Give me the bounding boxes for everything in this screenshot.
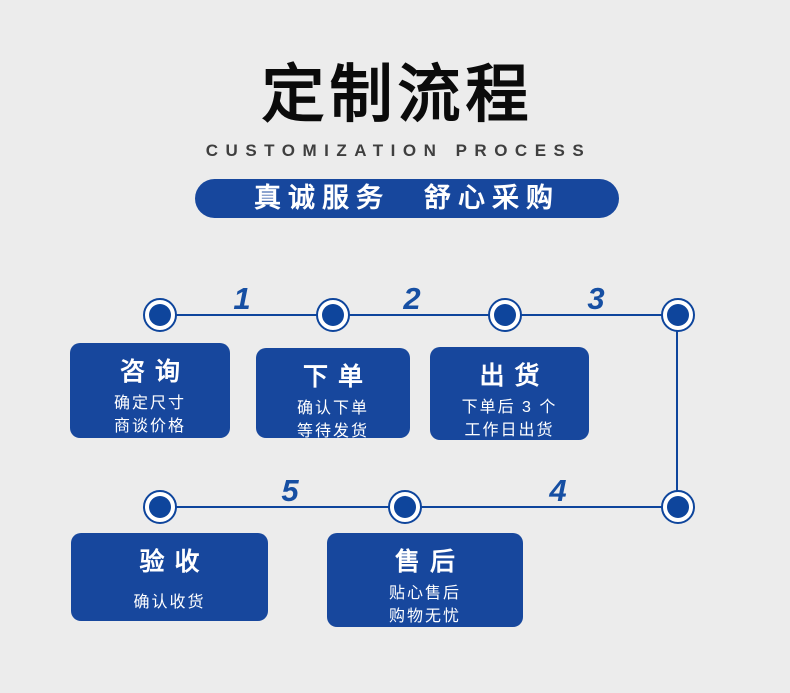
node-dot-corner [661, 490, 695, 524]
step-card-order-line2: 等待发货 [296, 423, 369, 440]
step-card-ship-line2: 工作日出货 [464, 422, 555, 439]
node-dot-step2 [488, 298, 522, 332]
node-dot-step4 [388, 490, 422, 524]
page-title: 定制流程 [261, 60, 534, 130]
step-card-ship: 出货 下单后 3 个 工作日出货 [430, 347, 589, 440]
step-card-accept-line1: 确认收货 [133, 594, 206, 611]
step-card-consult: 咨询 确定尺寸 商谈价格 [70, 343, 230, 438]
step-number-1: 1 [233, 281, 251, 316]
step-number-3: 3 [587, 281, 605, 316]
node-dot-step1 [316, 298, 350, 332]
connector-line-top [160, 314, 678, 316]
step-card-ship-line1: 下单后 3 个 [461, 399, 558, 416]
node-dot-start [143, 298, 177, 332]
step-number-5: 5 [281, 473, 299, 508]
step-card-aftersale-line1: 贴心售后 [388, 585, 461, 602]
step-card-order-line1: 确认下单 [296, 400, 369, 417]
step-number-4: 4 [549, 473, 567, 508]
step-card-aftersale-title: 售后 [394, 548, 465, 576]
connector-line-vertical [676, 315, 678, 508]
step-card-consult-title: 咨询 [119, 358, 190, 386]
step-card-consult-line2: 商谈价格 [113, 418, 186, 435]
step-card-aftersale: 售后 贴心售后 购物无忧 [327, 533, 523, 627]
step-card-ship-title: 出货 [479, 362, 550, 390]
step-card-accept-title: 验收 [139, 548, 210, 576]
step-card-aftersale-line2: 购物无忧 [388, 608, 461, 625]
step-number-2: 2 [403, 281, 421, 316]
step-card-order: 下单 确认下单 等待发货 [256, 348, 410, 440]
service-banner: 真诚服务 舒心采购 [195, 179, 619, 218]
node-dot-step3 [661, 298, 695, 332]
step-card-consult-line1: 确定尺寸 [113, 395, 186, 412]
step-card-order-title: 下单 [302, 363, 373, 391]
page-subtitle: CUSTOMIZATION PROCESS [205, 141, 592, 160]
node-dot-step5 [143, 490, 177, 524]
step-card-accept: 验收 确认收货 [71, 533, 268, 621]
